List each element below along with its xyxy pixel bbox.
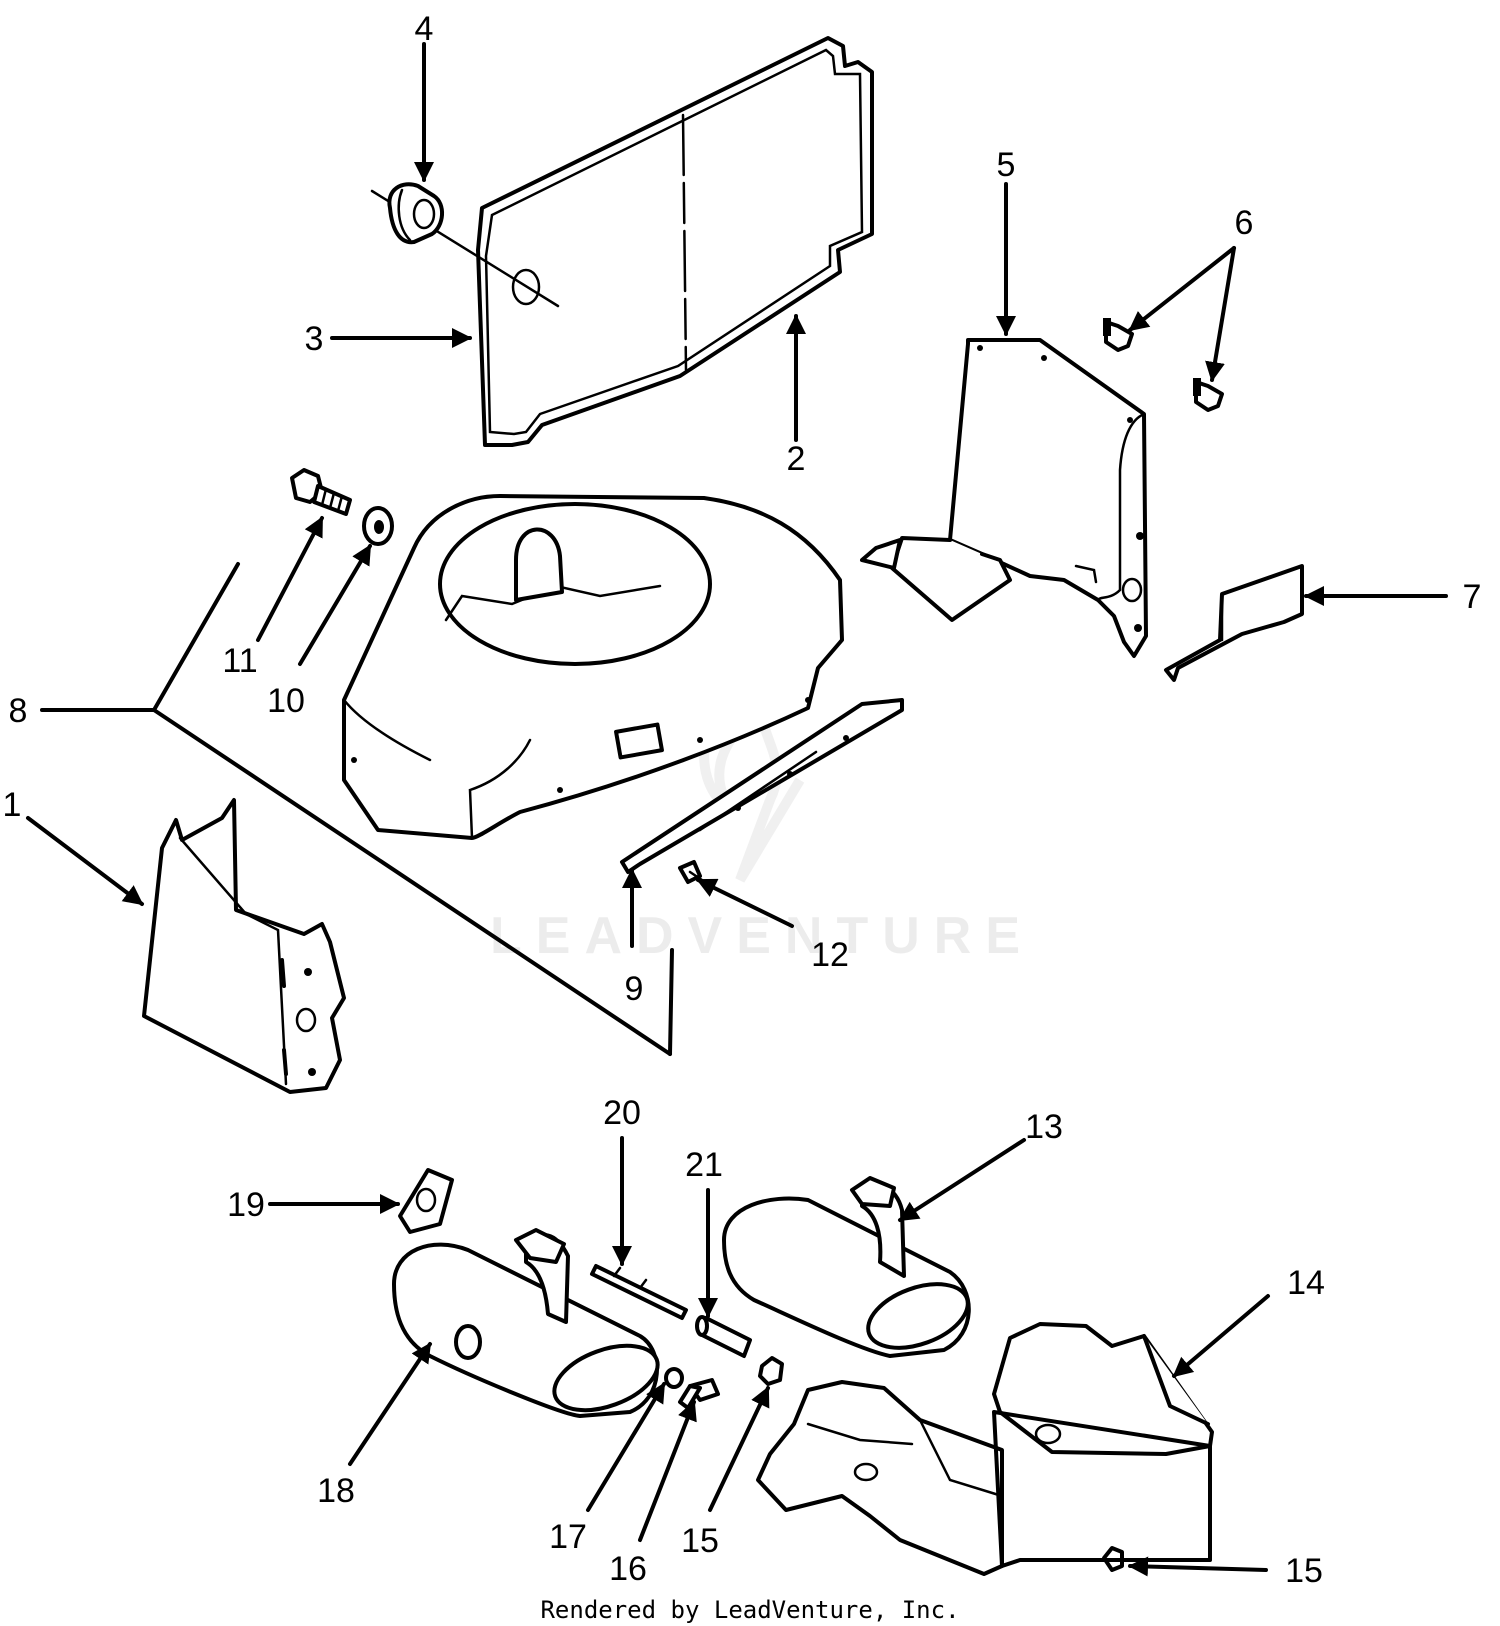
leader-6a (1128, 246, 1236, 332)
leader-1 (26, 816, 144, 906)
callout-14: 14 (1287, 1264, 1325, 1302)
callout-15-lower: 15 (1285, 1552, 1323, 1590)
baffle-screw (678, 860, 704, 884)
muffler-right (722, 1176, 971, 1358)
grommet (370, 182, 560, 308)
callout-21: 21 (685, 1146, 723, 1184)
spacer-tube (695, 1315, 752, 1358)
lock-washer (664, 1367, 684, 1389)
side-shield (142, 798, 346, 1094)
callout-5: 5 (997, 146, 1016, 184)
callout-12: 12 (811, 936, 849, 974)
leader-12 (696, 878, 794, 928)
nut-upper (758, 1356, 784, 1386)
callout-2: 2 (787, 440, 806, 478)
callout-17: 17 (549, 1518, 587, 1556)
watermark: LEADVENTURE (490, 676, 1034, 965)
callout-9: 9 (625, 970, 644, 1008)
leader-18 (348, 1342, 432, 1466)
footer-credit: Rendered by LeadVenture, Inc. (540, 1596, 959, 1624)
leader-6b (1205, 246, 1236, 382)
stud (590, 1264, 688, 1320)
exhaust-gasket (398, 1168, 454, 1234)
callout-16: 16 (609, 1550, 647, 1588)
cap-screw (678, 1378, 720, 1410)
callout-7: 7 (1463, 578, 1482, 616)
callout-labels: 4 3 2 5 6 7 8 11 10 1 9 12 20 21 13 14 1… (3, 10, 1482, 1590)
shroud (860, 338, 1148, 658)
callout-19: 19 (227, 1186, 265, 1224)
callout-1: 1 (3, 786, 22, 824)
callout-20: 20 (603, 1094, 641, 1132)
callout-13: 13 (1025, 1108, 1063, 1146)
leader-13 (898, 1138, 1026, 1222)
callout-8: 8 (9, 692, 28, 730)
leader-11 (256, 516, 324, 642)
leader-14 (1172, 1294, 1270, 1378)
callout-6: 6 (1235, 204, 1254, 242)
leader-arrows (26, 42, 1448, 1577)
washer (362, 506, 394, 546)
watermark-text: LEADVENTURE (490, 907, 1034, 965)
leader-part-8 (40, 562, 674, 1056)
callout-3: 3 (305, 320, 324, 358)
leader-15b (1128, 1556, 1268, 1577)
panel-with-gasket (476, 36, 874, 447)
callout-18: 18 (317, 1472, 355, 1510)
callout-15-upper: 15 (681, 1522, 719, 1560)
muffler-left (392, 1228, 660, 1418)
heat-shield-assembly (756, 1322, 1214, 1576)
leader-15a (708, 1386, 770, 1512)
callout-10: 10 (267, 682, 305, 720)
wire-clips (1103, 318, 1224, 412)
bolt (290, 468, 352, 516)
leader-17 (586, 1382, 666, 1512)
blower-housing (342, 494, 844, 840)
callout-11: 11 (222, 642, 257, 680)
leader-10 (298, 544, 372, 666)
leader-16 (638, 1400, 697, 1542)
shroud-bracket (1164, 564, 1304, 682)
callout-4: 4 (415, 10, 434, 48)
